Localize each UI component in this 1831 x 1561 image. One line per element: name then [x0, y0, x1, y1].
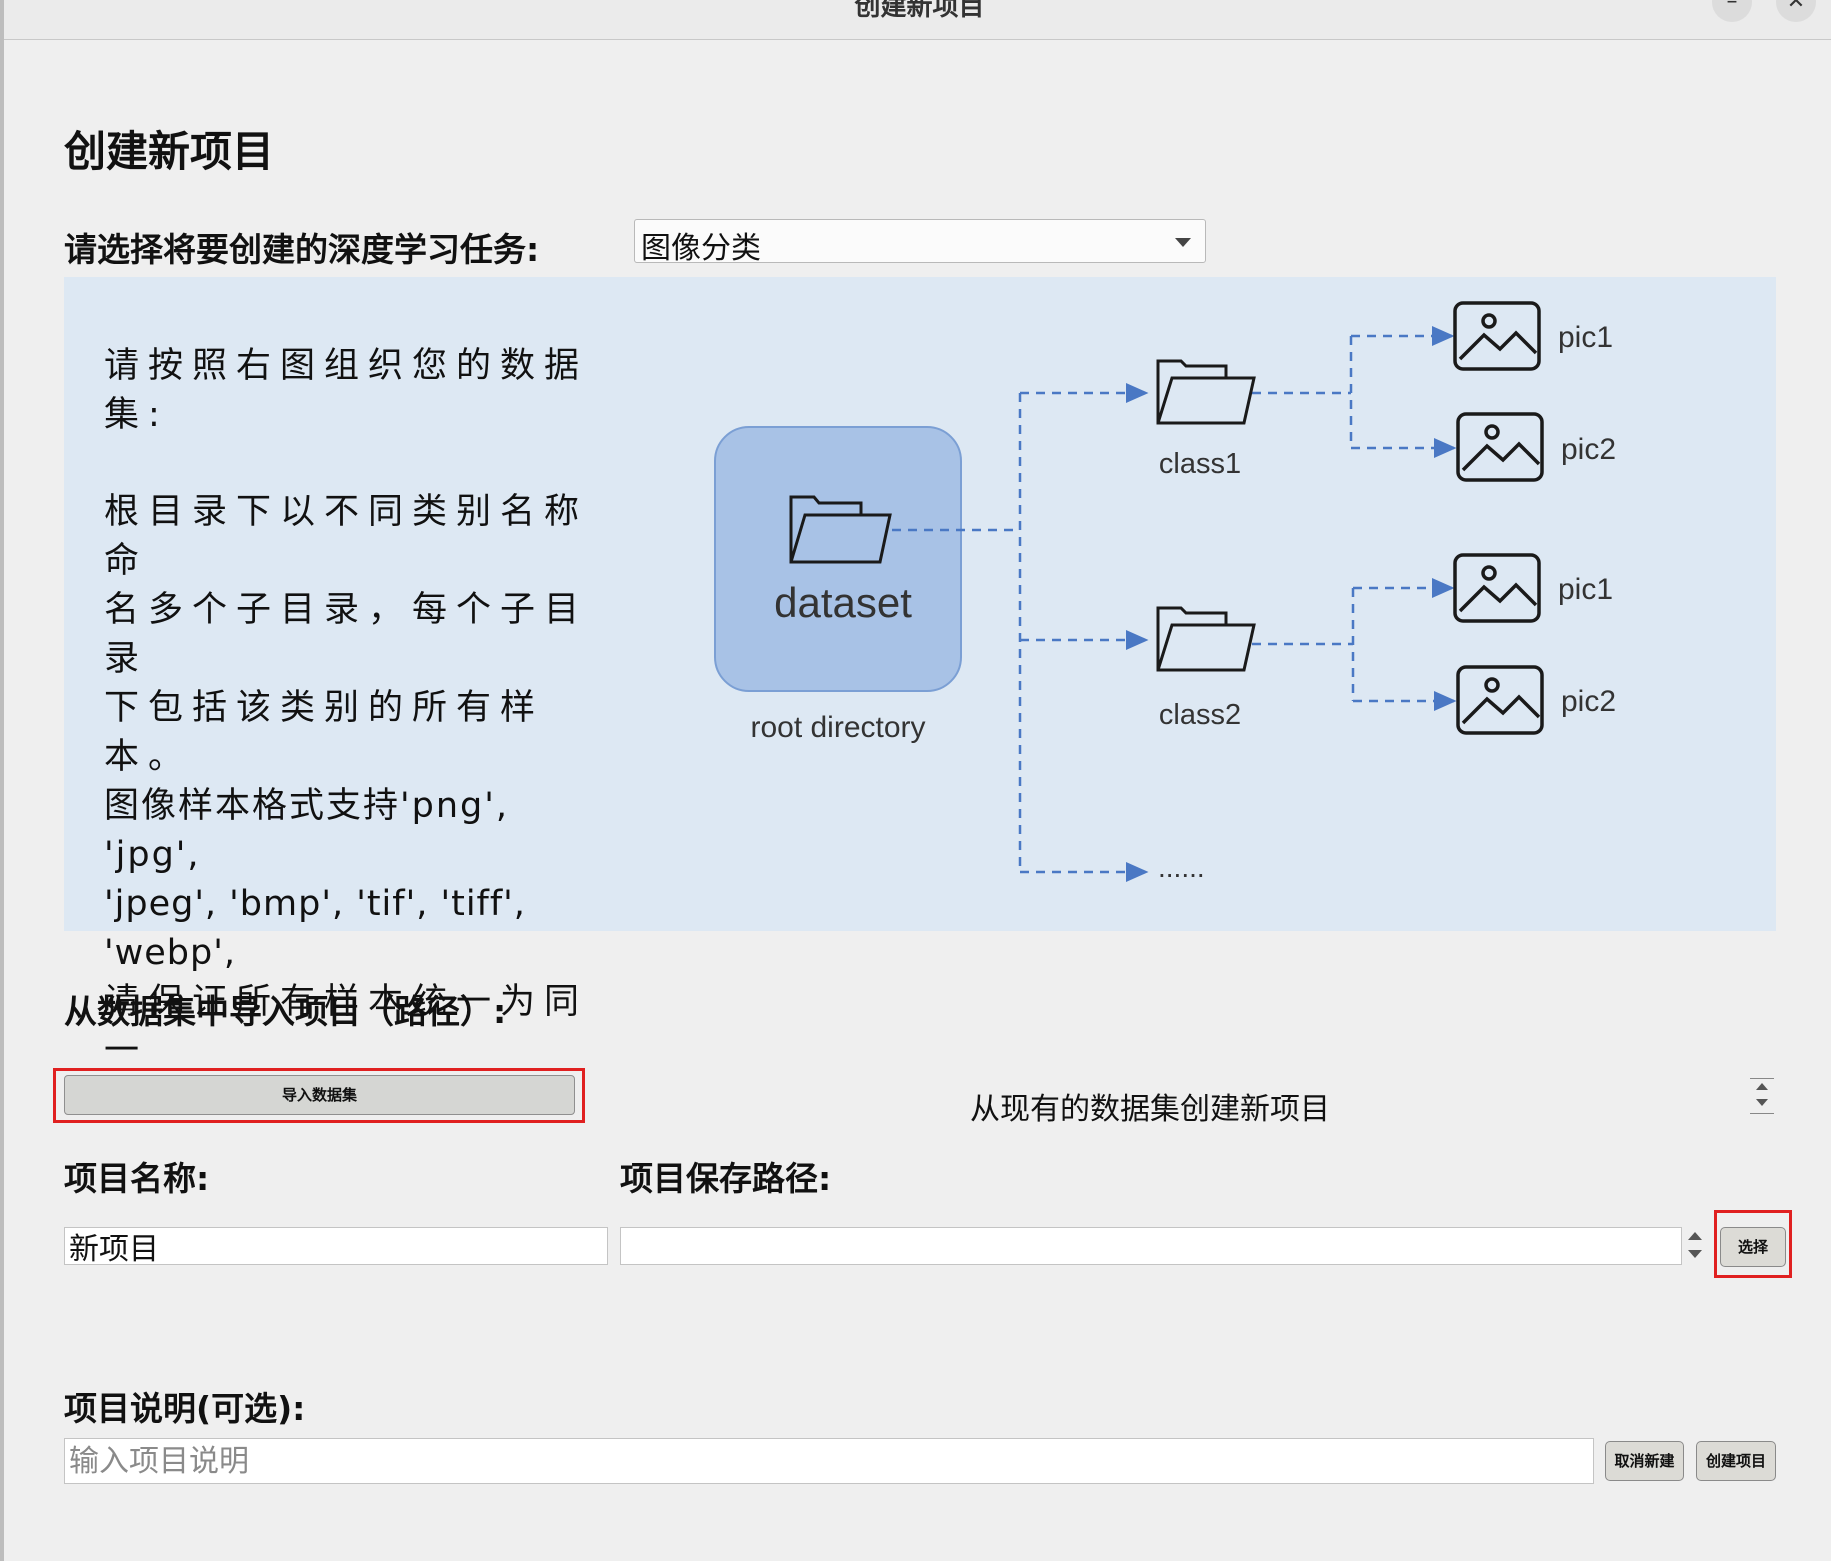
image-icon	[1456, 665, 1544, 735]
image-icon	[1453, 553, 1541, 623]
chevron-up-icon[interactable]	[1756, 1083, 1768, 1090]
import-dataset-button[interactable]: 导入数据集	[64, 1075, 575, 1115]
folder-icon	[1156, 606, 1256, 672]
root-caption: root directory	[750, 711, 925, 744]
chevron-up-icon[interactable]	[1688, 1232, 1702, 1240]
instructions-title: 请按照右图组织您的数据集:	[104, 346, 589, 435]
task-select[interactable]: 图像分类	[634, 219, 1206, 266]
pic1-label: pic1	[1558, 573, 1613, 606]
more-ellipsis: ......	[1158, 852, 1205, 883]
path-spinner[interactable]	[1682, 1228, 1708, 1264]
window-title: 创建新项目	[854, 0, 985, 22]
project-path-input[interactable]	[620, 1227, 1682, 1265]
chevron-down-icon	[1175, 238, 1191, 247]
close-button[interactable]: ✕	[1776, 0, 1816, 22]
folder-icon	[1156, 359, 1256, 425]
title-bar: 创建新项目 – ✕	[4, 0, 1831, 40]
folder-icon	[789, 495, 892, 564]
dataset-structure-panel: 请按照右图组织您的数据集: 根目录下以不同类别名称命 名多个子目录，每个子目录 …	[64, 277, 1776, 1120]
description-spinner[interactable]	[1748, 1077, 1776, 1115]
class2-label: class2	[1159, 699, 1241, 731]
instructions-line: 根目录下以不同类别名称命	[104, 492, 589, 581]
root-name: dataset	[774, 579, 912, 626]
instructions-line: 下包括该类别的所有样本。	[104, 688, 545, 777]
image-icon	[1456, 412, 1544, 482]
project-name-label: 项目名称:	[64, 1159, 210, 1198]
project-description-input[interactable]	[64, 1438, 1594, 1484]
import-highlight-box	[53, 1068, 585, 1123]
cancel-button[interactable]: 取消新建	[1605, 1441, 1684, 1481]
choose-path-button[interactable]: 选择	[1720, 1227, 1786, 1267]
page-title: 创建新项目	[64, 127, 275, 176]
instructions-line: 'jpeg', 'bmp', 'tif', 'tiff', 'webp',	[104, 884, 526, 973]
task-select-value: 图像分类	[641, 231, 761, 266]
dataset-instructions: 请按照右图组织您的数据集: 根目录下以不同类别名称命 名多个子目录，每个子目录 …	[104, 342, 604, 1125]
chevron-down-icon[interactable]	[1688, 1250, 1702, 1258]
instructions-line: 名多个子目录，每个子目录	[104, 590, 589, 679]
import-description: 从现有的数据集创建新项目	[970, 1092, 1330, 1127]
pic2-label: pic2	[1561, 685, 1616, 718]
project-name-input[interactable]	[64, 1227, 608, 1265]
pic1-label: pic1	[1558, 321, 1613, 354]
task-label: 请选择将要创建的深度学习任务:	[64, 230, 540, 269]
root-directory-box	[714, 426, 962, 692]
instructions-line: 图像样本格式支持'png', 'jpg',	[104, 786, 509, 875]
pic2-label: pic2	[1561, 433, 1616, 466]
create-project-button[interactable]: 创建项目	[1696, 1441, 1776, 1481]
project-path-label: 项目保存路径:	[620, 1159, 832, 1198]
instructions-line: 请保证所有样本统一为同一	[104, 982, 589, 1071]
chevron-down-icon[interactable]	[1756, 1099, 1768, 1106]
choose-highlight-box	[1714, 1210, 1792, 1278]
class1-label: class1	[1159, 448, 1241, 480]
minimize-button[interactable]: –	[1712, 0, 1752, 22]
import-label: 从数据集中导入项目（路径）:	[64, 992, 507, 1031]
project-description-label: 项目说明(可选):	[64, 1389, 306, 1428]
dataset-tree-diagram: dataset root directory	[714, 301, 1616, 883]
image-icon	[1453, 301, 1541, 371]
